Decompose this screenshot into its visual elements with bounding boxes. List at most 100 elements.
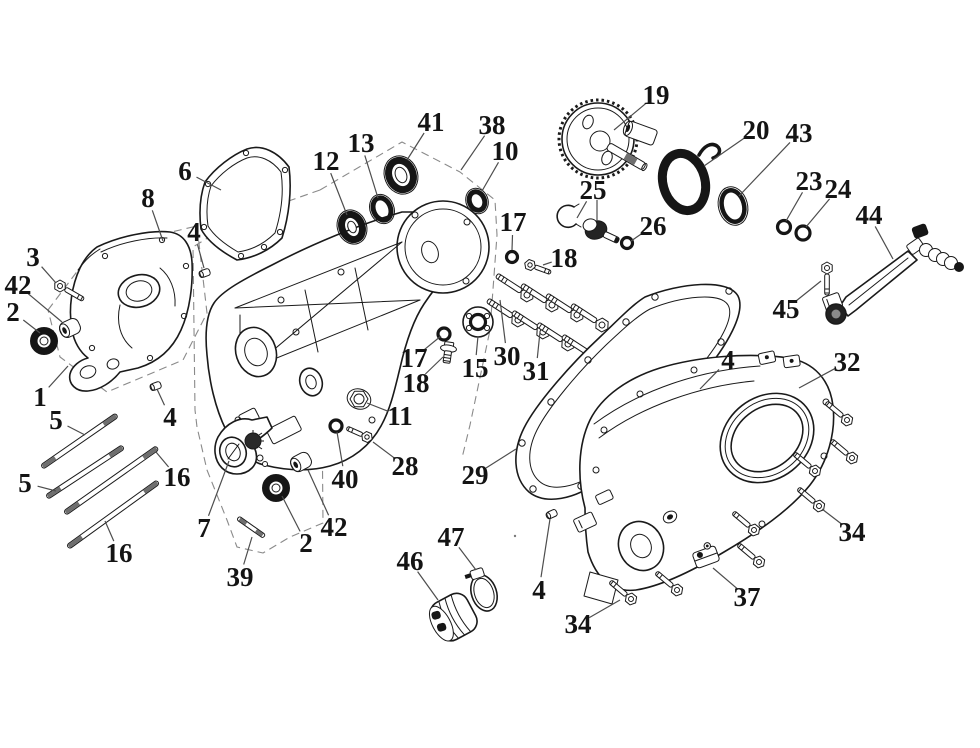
leader-line-2: [22, 319, 41, 334]
callout-20: 20: [743, 115, 770, 145]
leader-line-39: [243, 536, 253, 565]
callout-1: 1: [33, 382, 47, 412]
callout-23: 23: [796, 166, 823, 196]
callout-40: 40: [332, 464, 359, 494]
callout-16: 16: [106, 538, 133, 568]
callout-44: 44: [856, 200, 883, 230]
oil-strainer-cap: [462, 306, 494, 338]
callout-29: 29: [462, 460, 489, 490]
drain-oring: [436, 326, 452, 342]
boundary-left-case-group: [47, 225, 208, 393]
leader-line-2: [281, 495, 301, 532]
callout-4: 4: [163, 402, 177, 432]
callout-39: 39: [227, 562, 254, 592]
bearing-41: [383, 155, 419, 195]
leader-line-18: [424, 356, 444, 375]
lever-pinch-bolt: [821, 261, 833, 296]
hose-clamp: [464, 567, 498, 612]
callout-8: 8: [141, 183, 155, 213]
leader-line-29: [485, 448, 517, 469]
leader-line-44: [874, 226, 894, 260]
stud-39: [237, 516, 266, 538]
callout-17: 17: [401, 343, 428, 373]
bushing-lower: [290, 451, 312, 473]
callout-4: 4: [187, 217, 201, 247]
small-oring-17: [504, 249, 520, 265]
callout-37: 37: [734, 582, 761, 612]
leader-line-25: [576, 201, 588, 219]
leader-line-5: [37, 485, 57, 492]
callout-25: 25: [580, 175, 607, 205]
flange-nut-11: [346, 388, 372, 410]
leader-line-40: [336, 431, 344, 467]
left-crankcase-half: [68, 230, 193, 392]
callout-18: 18: [551, 243, 578, 273]
leader-line-41: [406, 132, 425, 161]
washer-26: [619, 235, 635, 251]
decompression-cam: [582, 218, 620, 244]
leader-line-11: [366, 402, 389, 412]
callout-18: 18: [403, 368, 430, 398]
leader-line-3: [41, 266, 57, 284]
callout-3: 3: [26, 242, 40, 272]
leader-line-4: [156, 388, 166, 406]
leader-line-47: [458, 547, 477, 571]
right-crankcase-half: [205, 200, 490, 471]
leader-line-13: [364, 155, 379, 199]
leader-line-17: [511, 234, 514, 251]
oil-seal-10: [465, 187, 489, 215]
callout-43: 43: [786, 118, 813, 148]
callout-34: 34: [839, 517, 866, 547]
leader-line-45: [795, 280, 822, 302]
callout-26: 26: [640, 211, 667, 241]
leader-line-4: [196, 244, 205, 269]
leader-line-37: [712, 567, 738, 590]
leader-line-26: [630, 232, 643, 242]
kick-starter-lever: [822, 223, 964, 325]
leader-line-5: [67, 425, 86, 436]
leader-line-23: [785, 192, 804, 222]
callout-41: 41: [418, 107, 445, 137]
spring-seat-ring: [717, 186, 749, 226]
callout-28: 28: [392, 451, 419, 481]
oil-plug-oring: [328, 418, 344, 434]
callout-10: 10: [492, 136, 519, 166]
callout-6: 6: [178, 156, 192, 186]
callout-30: 30: [494, 341, 521, 371]
leader-line-18: [542, 261, 552, 266]
leader-line-16: [155, 451, 170, 468]
leader-line-10: [481, 162, 500, 192]
leader-line-8: [151, 210, 164, 242]
oring-13: [369, 193, 395, 225]
callout-5: 5: [49, 405, 63, 435]
callout-45: 45: [773, 294, 800, 324]
air-duct-cap: [428, 592, 478, 642]
leader-line-15: [475, 335, 479, 356]
ball-bearing-lower: [262, 474, 290, 502]
dowel-pin: [197, 267, 212, 279]
hex-bolt-18: [522, 258, 553, 278]
callout-32: 32: [834, 347, 861, 377]
leader-line-34: [821, 508, 843, 525]
leader-line-17: [423, 335, 442, 351]
callout-46: 46: [397, 546, 424, 576]
leader-line-43: [738, 141, 791, 197]
callout-17: 17: [500, 207, 527, 237]
leader-line-42: [27, 292, 63, 323]
leader-line-7: [207, 460, 230, 517]
callout-15: 15: [462, 353, 489, 383]
leader-line-20: [703, 136, 746, 167]
crankcase-gasket: [199, 146, 291, 261]
kick-starter-sector-gear: [214, 416, 273, 475]
boundary-center-case-group: [192, 141, 498, 554]
leader-line-6: [196, 176, 222, 191]
oil-drain-bolt: [440, 341, 457, 364]
callout-2: 2: [299, 528, 313, 558]
callout-4: 4: [721, 345, 735, 375]
callout-38: 38: [479, 110, 506, 140]
cam-25-clip: [556, 203, 582, 229]
cam-sprocket-assembly: [557, 98, 658, 180]
callout-16: 16: [164, 462, 191, 492]
